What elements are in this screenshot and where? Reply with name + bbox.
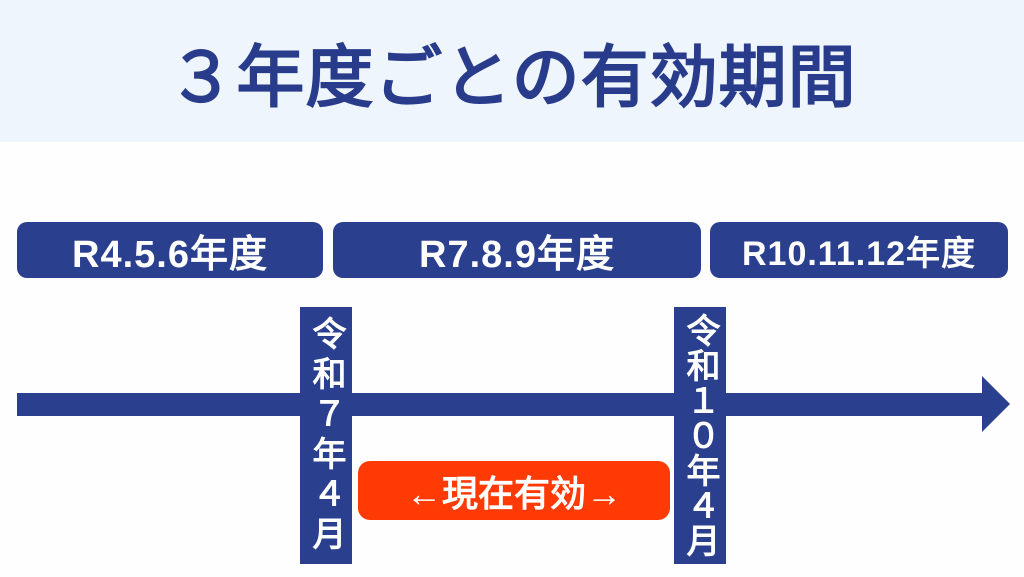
- current-valid-badge: ←現在有効→: [358, 461, 670, 520]
- current-valid-label: ←現在有効→: [405, 472, 622, 514]
- page-title: ３年度ごとの有効期間: [167, 39, 857, 116]
- marker-label: 令和７年４月: [307, 315, 345, 556]
- timeline-arrowhead-icon: [982, 376, 1010, 432]
- period-box-label: R4.5.6年度: [72, 233, 268, 276]
- timeline-line: [17, 393, 983, 416]
- header-band: ３年度ごとの有効期間: [0, 0, 1024, 142]
- marker-bar-reiwa10-april: 令和１０年４月: [674, 307, 726, 564]
- marker-label: 令和１０年４月: [681, 313, 719, 558]
- period-box-label: R7.8.9年度: [419, 233, 615, 276]
- period-box-r456: R4.5.6年度: [17, 222, 323, 278]
- period-box-label: R10.11.12年度: [741, 234, 977, 273]
- marker-bar-reiwa7-april: 令和７年４月: [300, 307, 352, 564]
- period-box-r789: R7.8.9年度: [333, 222, 701, 278]
- period-box-r101112: R10.11.12年度: [710, 222, 1008, 278]
